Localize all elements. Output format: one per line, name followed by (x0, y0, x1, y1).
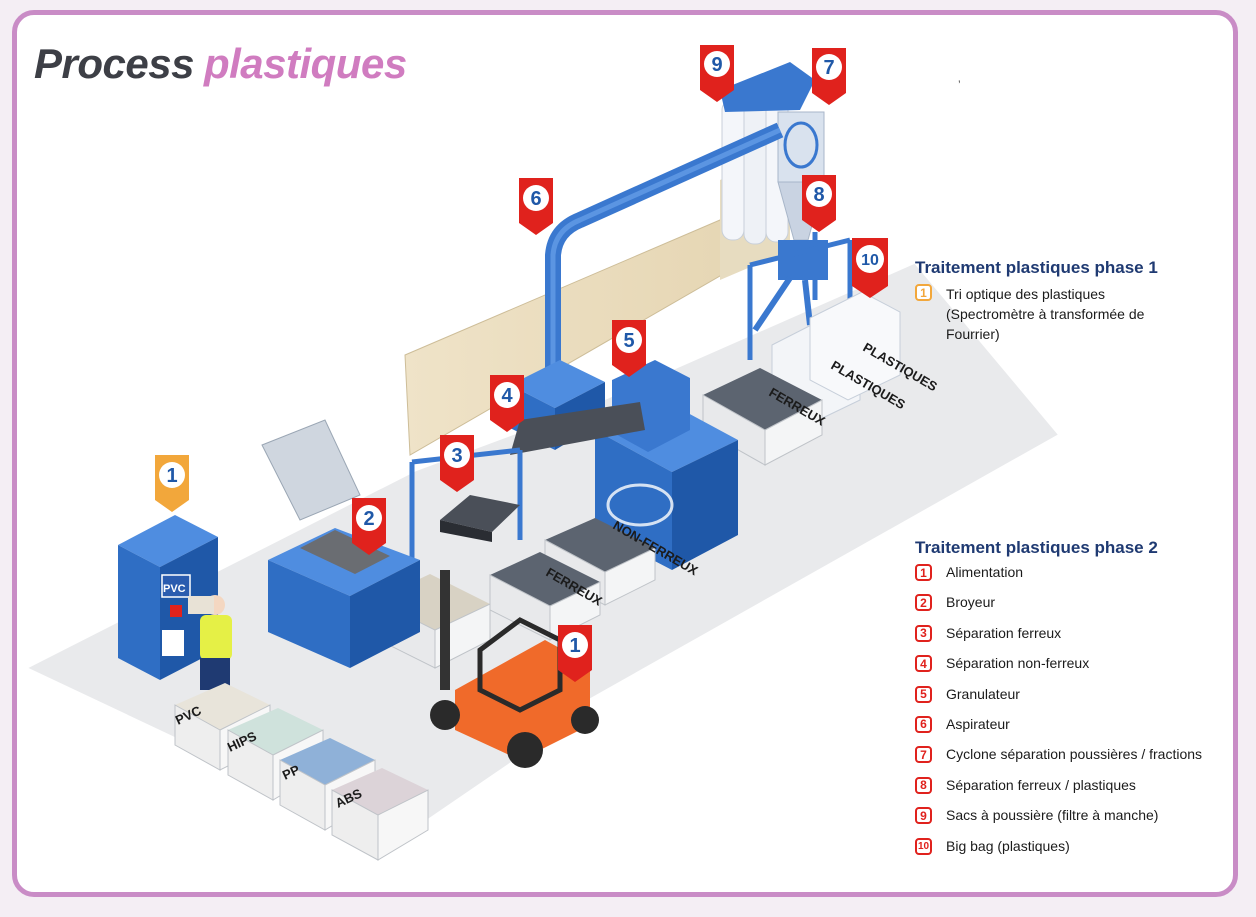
legend-phase-1-title: Traitement plastiques phase 1 (915, 258, 1158, 277)
legend-item-text: Séparation ferreux (946, 624, 1062, 641)
legend-item: 7 Cyclone séparation poussières / fractio… (915, 746, 1235, 776)
legend-number-badge: 4 (915, 655, 932, 673)
legend-item-text: Aspirateur (946, 715, 1010, 732)
title-word-plastiques: plastiques (203, 40, 407, 87)
legend-item-text: Big bag (plastiques) (946, 837, 1070, 854)
badge-2-number: 2 (363, 508, 374, 530)
badge-4-number: 4 (501, 385, 513, 407)
badge-10: 10 (852, 238, 888, 298)
ferrous-separator (409, 447, 523, 560)
ferrous-plastic-separator (747, 232, 853, 360)
legend-phase-1: Traitement plastiques phase 1 1 Tri opti… (915, 258, 1235, 344)
crate-abs (331, 768, 429, 861)
legend-number-badge: 3 (915, 624, 932, 642)
legend-item-text: Tri optique des plastiques (Spectromètre… (946, 286, 1145, 342)
cyclone (777, 111, 825, 241)
machine-label-pvc: PVC (163, 583, 186, 595)
legend-number-badge: 8 (915, 776, 932, 794)
legend-number-badge: 1 (915, 564, 932, 581)
stray-mark: ’ (958, 78, 961, 92)
legend-item: 1 Alimentation (915, 564, 1235, 594)
legend-item: 10 Big bag (plastiques) (915, 837, 1235, 868)
legend-item: 3 Séparation ferreux (915, 624, 1235, 655)
badge-9: 9 (700, 45, 734, 102)
badge-7: 7 (812, 48, 846, 105)
legend-item: 8 Séparation ferreux / plastiques (915, 776, 1235, 807)
legend-number-badge: 1 (915, 284, 932, 301)
legend-item-text: Séparation non-ferreux (946, 655, 1090, 672)
legend-number-badge: 10 (915, 837, 932, 855)
legend-number-badge: 6 (915, 715, 932, 733)
legend-number-badge: 7 (915, 746, 932, 764)
badge-10-number: 10 (861, 252, 879, 269)
badge-3-number: 3 (451, 445, 462, 467)
crate-ferreux-right (702, 368, 823, 466)
legend-phase-2-title: Traitement plastiques phase 2 (915, 538, 1158, 557)
forklift (430, 570, 599, 768)
badge-2: 2 (352, 498, 386, 555)
badge-7-number: 7 (823, 57, 834, 79)
legend-item-text: Broyeur (946, 594, 996, 611)
title-word-process: Process (34, 40, 194, 87)
badge-6: 6 (519, 178, 553, 235)
badge-5-number: 5 (623, 330, 634, 352)
badge-1-orange-number: 1 (166, 465, 177, 487)
badge-5: 5 (612, 320, 646, 377)
badge-4: 4 (490, 375, 524, 432)
badge-3: 3 (440, 435, 474, 492)
legend-number-badge: 9 (915, 807, 932, 825)
legend-item: 5 Granulateur (915, 685, 1235, 716)
non-ferrous-separator (510, 360, 645, 455)
legend-item: 6 Aspirateur (915, 715, 1235, 746)
legend-number-badge: 2 (915, 594, 932, 612)
legend-phase-2: Traitement plastiques phase 2 1 Alimentat… (915, 538, 1235, 868)
worker (188, 595, 232, 690)
legend-number-badge: 5 (915, 685, 932, 703)
badge-1-red-number: 1 (569, 635, 580, 657)
legend-item: 4 Séparation non-ferreux (915, 655, 1235, 685)
badge-8: 8 (802, 175, 836, 232)
legend-item-text: Cyclone séparation poussières / fraction… (946, 746, 1203, 763)
legend-item: 9 Sacs à poussière (filtre à manche) (915, 807, 1235, 837)
suction-duct (545, 122, 784, 370)
badge-8-number: 8 (813, 184, 824, 206)
legend-item-text: Sacs à poussière (filtre à manche) (946, 807, 1159, 824)
badge-1-orange: 1 (155, 455, 189, 512)
legend-item-text: Granulateur (946, 685, 1020, 702)
legend-item-text: Alimentation (946, 564, 1024, 580)
badge-9-number: 9 (711, 54, 722, 76)
label-pp-crate: PP (280, 762, 302, 783)
legend-item: 2 Broyeur (915, 594, 1235, 624)
badge-6-number: 6 (530, 188, 541, 210)
badge-1-red: 1 (558, 625, 592, 682)
shredder (261, 419, 420, 668)
legend-phase-1-item: 1 Tri optique des plastiques (Spectromèt… (915, 284, 1235, 344)
legend-item-text: Séparation ferreux / plastiques (946, 776, 1136, 793)
